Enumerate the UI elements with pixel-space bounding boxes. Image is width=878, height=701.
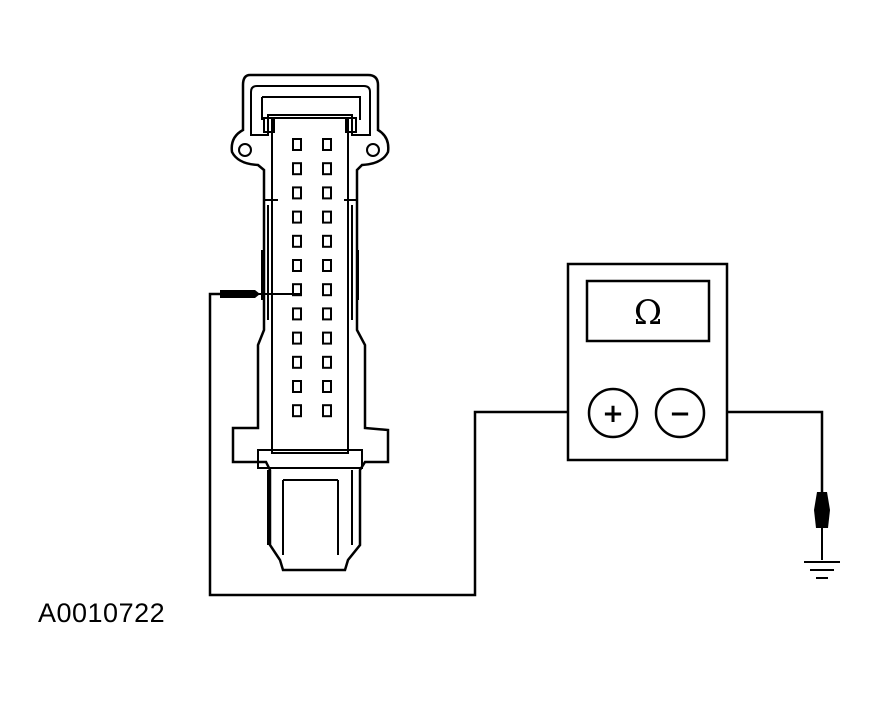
pin-cavity	[292, 186, 302, 200]
pin-cavity	[292, 138, 302, 151]
mounting-hole-left	[238, 143, 252, 157]
test-lead-positive	[208, 292, 588, 597]
ohmmeter: Ω + −	[566, 262, 729, 462]
pin-cavity	[322, 162, 332, 176]
pin-cavity	[322, 138, 332, 151]
connector-housing-outline	[230, 73, 390, 572]
test-probe	[220, 290, 300, 298]
pin-cavity	[292, 355, 302, 369]
ground-icon	[804, 561, 840, 579]
pin-cavity	[322, 283, 332, 297]
figure-id: A0010722	[38, 598, 166, 628]
test-lead-negative	[704, 410, 824, 492]
negative-terminal	[654, 387, 706, 439]
ohm-symbol: Ω	[634, 293, 662, 333]
pin-cavity	[322, 259, 332, 272]
pin-cavity	[292, 404, 302, 418]
connector-inner-body	[271, 117, 349, 454]
positive-terminal-label: +	[602, 399, 624, 429]
connector-hood	[250, 85, 371, 136]
pin-cavity	[322, 186, 332, 200]
connector-pins	[292, 138, 332, 418]
pin-cavity	[292, 162, 302, 176]
negative-terminal-label: −	[669, 399, 691, 429]
pin-cavity	[292, 234, 302, 248]
pin-cavity	[292, 259, 302, 272]
electrical-connector	[230, 73, 390, 572]
pin-cavity	[322, 380, 332, 393]
pin-cavity	[292, 283, 302, 297]
pin-cavity	[322, 210, 332, 224]
pin-cavity	[322, 404, 332, 418]
pin-cavity	[322, 234, 332, 248]
pin-cavity	[322, 355, 332, 369]
mounting-hole-right	[366, 143, 380, 157]
pin-cavity	[322, 331, 332, 345]
pin-cavity	[292, 307, 302, 321]
ohmmeter-display	[585, 279, 711, 343]
pin-cavity	[292, 210, 302, 224]
pin-cavity	[322, 307, 332, 321]
connector-flange	[257, 449, 363, 469]
pin-cavity	[292, 380, 302, 393]
positive-terminal	[587, 387, 639, 439]
pin-cavity	[292, 331, 302, 345]
ground-clip	[814, 492, 830, 560]
